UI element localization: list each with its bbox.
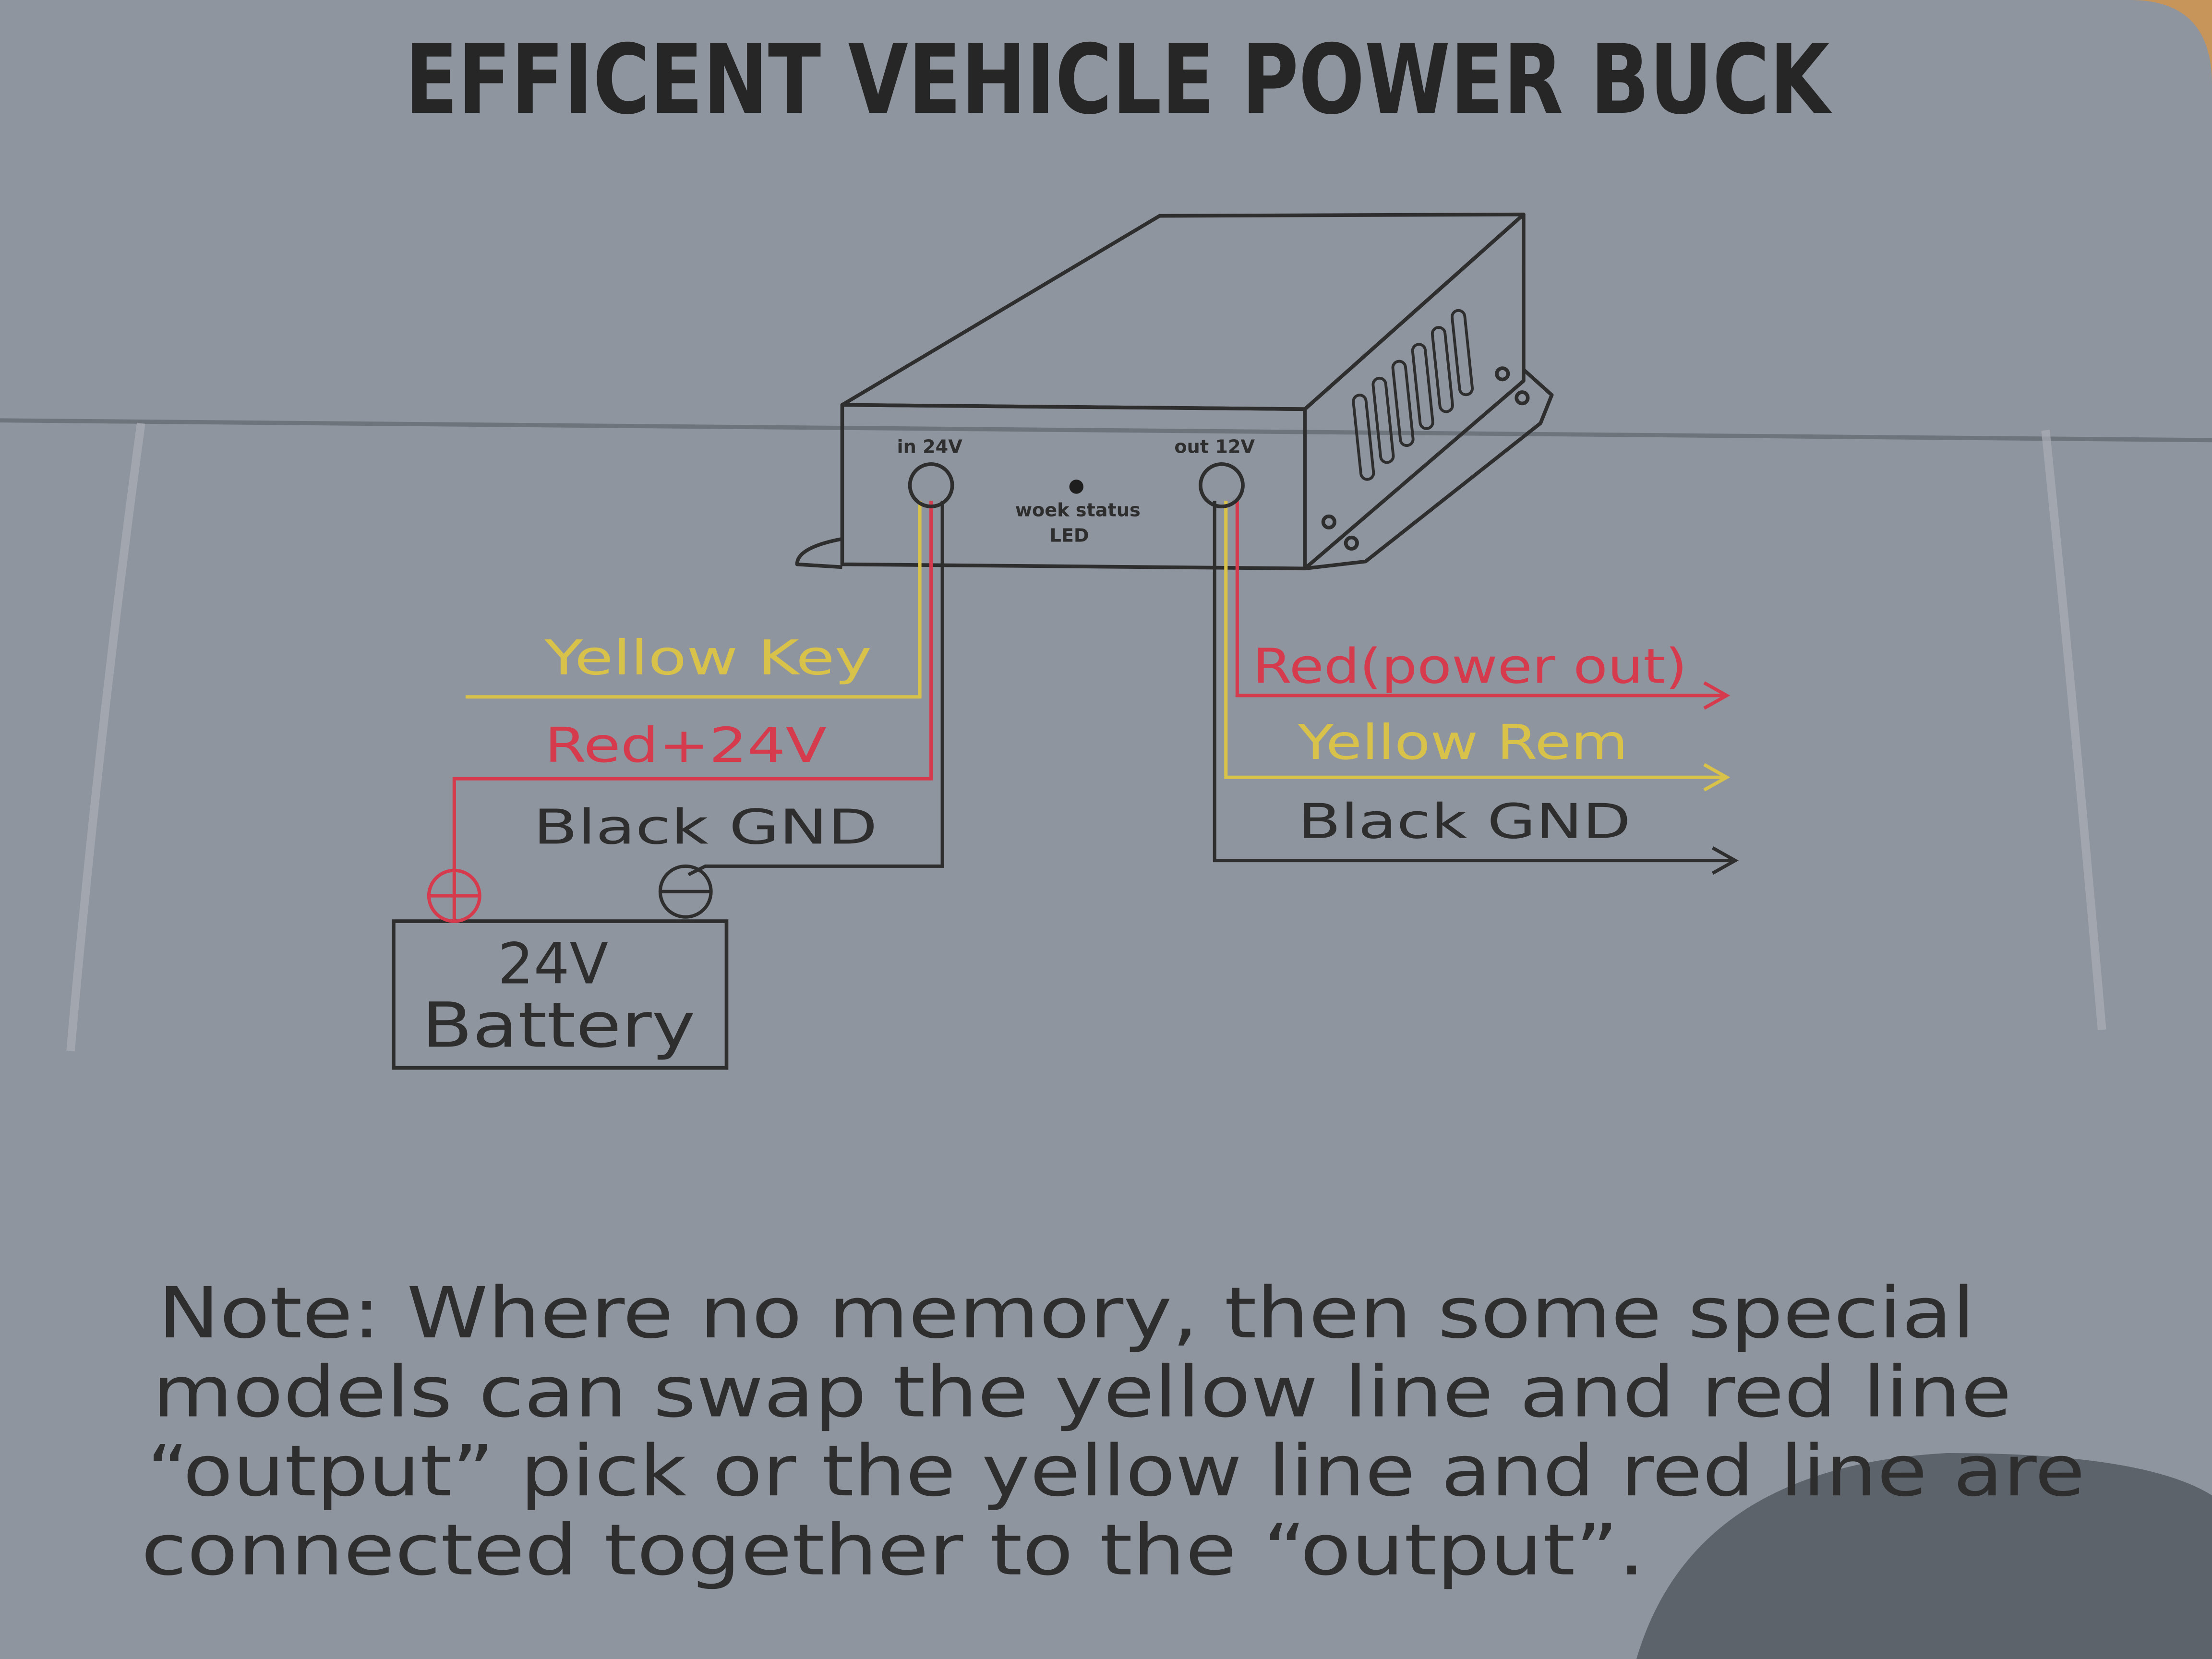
battery-body	[392, 919, 729, 1070]
output-red-label: Red(power out)	[1253, 638, 1687, 694]
input-red-wire	[452, 501, 933, 869]
shadow-bottom-right	[1636, 1453, 2212, 1659]
card-fold-line	[0, 418, 2212, 443]
note-line-2: models can swap the yellow line and red …	[152, 1351, 2011, 1433]
output-port-grommet	[1199, 462, 1245, 508]
output-red-wire	[1235, 501, 1724, 697]
output-red-arrow	[1703, 681, 1731, 710]
input-port-label: in 24V	[897, 436, 963, 457]
power-buck-device	[795, 212, 1554, 571]
card-crease-left	[66, 422, 145, 1052]
output-black-label: Black GND	[1298, 793, 1631, 850]
led-label-line2: LED	[1050, 525, 1089, 546]
cooling-vents	[1352, 309, 1474, 481]
input-port-grommet	[908, 462, 954, 508]
battery-name-label: Battery	[422, 990, 696, 1062]
device-mount-flange	[1304, 368, 1554, 571]
mount-hole-2	[1344, 535, 1359, 551]
mount-hole-4	[1515, 390, 1530, 406]
output-port-label: out 12V	[1174, 436, 1255, 457]
mount-hole-1	[1321, 514, 1336, 529]
input-yellow-wire	[465, 501, 922, 699]
note-line-3: “output” pick or the yellow line and red…	[147, 1430, 2085, 1512]
status-led	[1069, 480, 1083, 494]
input-red-label: Red+24V	[544, 717, 827, 773]
negative-terminal-icon	[658, 864, 713, 919]
input-black-label: Black GND	[533, 799, 878, 855]
note-line-4: connected together to the “output”.	[141, 1509, 1645, 1591]
note-line-1: Note: Where no memory, then some special	[158, 1272, 1975, 1354]
output-black-wire	[1213, 501, 1735, 863]
battery-voltage-label: 24V	[498, 931, 608, 997]
mount-hole-3	[1495, 366, 1510, 382]
output-yellow-wire	[1224, 501, 1724, 779]
led-label-line1: woek status	[1015, 500, 1141, 521]
device-side-face	[1303, 212, 1526, 570]
output-black-arrow	[1711, 846, 1739, 875]
output-wiring	[1213, 501, 1739, 875]
card-crease-right	[2041, 430, 2106, 1031]
device-left-foot	[795, 537, 843, 569]
output-yellow-label: Yellow Rem	[1297, 714, 1628, 770]
page-title: EFFICENT VEHICLE POWER BUCK	[405, 24, 1832, 136]
input-yellow-label: Yellow Key	[544, 630, 872, 686]
positive-terminal-icon	[427, 868, 481, 923]
battery: 24V Battery	[392, 864, 729, 1070]
note-block: Note: Where no memory, then some special…	[141, 1272, 2085, 1591]
output-yellow-arrow	[1703, 763, 1731, 792]
